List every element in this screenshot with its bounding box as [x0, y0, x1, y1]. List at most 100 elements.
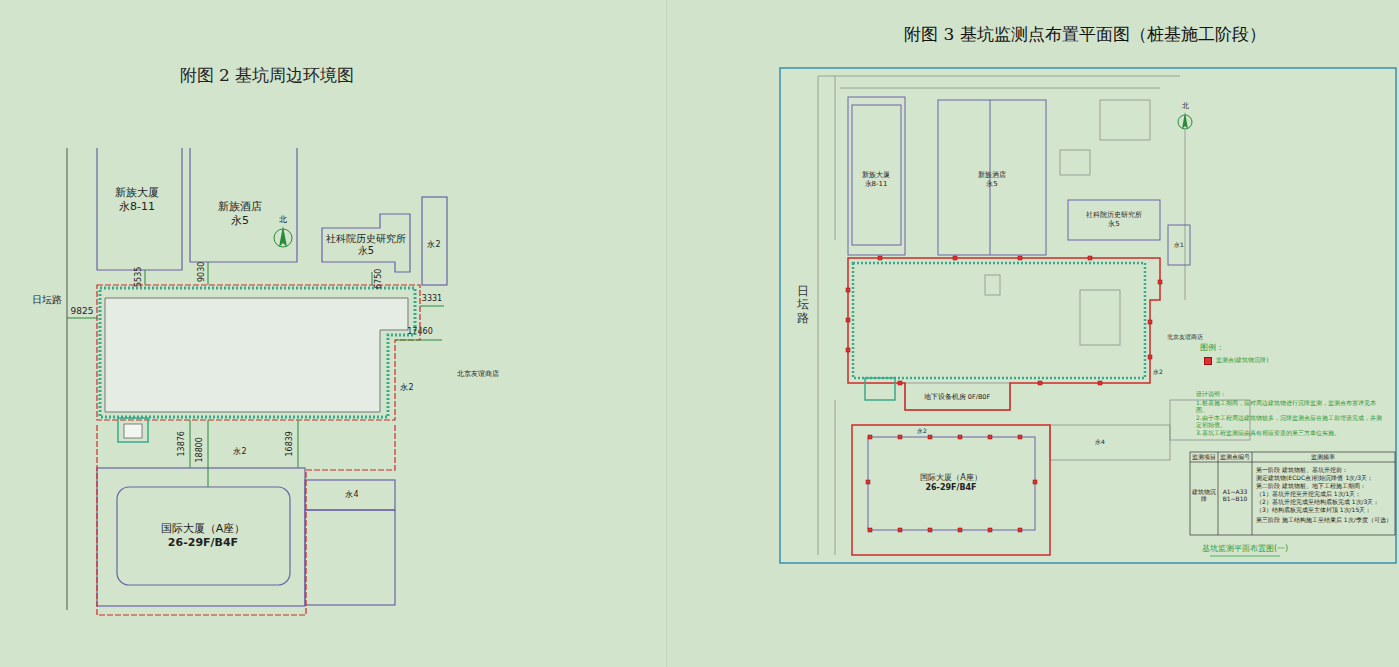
plan-label: 北 — [1182, 102, 1189, 110]
building-name: 新族大厦 — [850, 171, 902, 180]
pit-outline — [100, 288, 415, 417]
plan-label: 3331 — [422, 294, 442, 304]
dimension-line — [420, 306, 444, 307]
road-line — [835, 76, 836, 240]
road-line — [818, 76, 1250, 555]
plan-label: 2.由于本工程周边建筑物较多，沉降监测点应在施工前埋设完成，并测定初始值。 — [1196, 414, 1386, 428]
plan-label: 18800 — [195, 437, 205, 462]
plan-label: 监测项目 — [1192, 453, 1216, 460]
pit-outline — [118, 418, 148, 442]
pit-outline — [97, 285, 420, 420]
dimension-line — [208, 420, 209, 487]
drawing-frame — [780, 68, 1396, 563]
building-outline — [322, 214, 410, 272]
plan-label: 图例： — [1200, 343, 1260, 353]
monitoring-point — [1018, 528, 1022, 532]
monitoring-point — [1158, 280, 1162, 284]
plan-label: 日坛路 — [32, 294, 62, 306]
monitoring-point — [1018, 435, 1022, 439]
building-outline — [848, 97, 905, 255]
plan-label: 设计说明： — [1196, 390, 1386, 397]
building-outline — [422, 197, 447, 285]
monitoring-point — [928, 528, 932, 532]
road-line — [1185, 130, 1186, 300]
pit-outline — [852, 425, 1050, 555]
dimension-line — [67, 318, 97, 319]
building-label-box: 新族酒店永5 — [962, 171, 1022, 189]
panel-ground — [666, 0, 667, 667]
north-arrow — [274, 226, 292, 247]
table-grid — [1190, 462, 1395, 463]
pit-outline — [848, 258, 1160, 410]
monitoring-point — [846, 256, 1162, 532]
dimension-line — [372, 272, 373, 285]
plan-label: 日坛路 — [797, 285, 809, 325]
plan-label: A1~A33 B1~B10 — [1220, 488, 1250, 502]
pit-outline — [97, 285, 420, 615]
pit-outline — [105, 298, 408, 412]
building-name: 新族酒店 — [195, 200, 285, 214]
building-label-box: 地下设备机房 0F/B0F — [907, 393, 1007, 401]
building-name: 永8-11 — [850, 180, 902, 189]
building-name: 社科院历史研究所 — [1070, 211, 1158, 220]
monitoring-point — [898, 528, 902, 532]
building-name: 永5 — [1070, 220, 1158, 229]
monitoring-point — [878, 256, 882, 260]
monitoring-point — [958, 435, 962, 439]
building-label-box: 国际大厦（A座）26-29F/B4F — [123, 522, 283, 550]
dimension-line — [190, 420, 191, 468]
monitoring-point — [1038, 381, 1042, 385]
building-name: 国际大厦（A座） — [123, 522, 283, 536]
building-name: 地下设备机房 0F/B0F — [907, 393, 1007, 401]
monitoring-point — [898, 435, 902, 439]
plan-label: 北 — [279, 215, 287, 225]
monitoring-point — [866, 480, 870, 484]
building-name: 26-29F/B4F — [123, 536, 283, 550]
dimension-line — [67, 262, 444, 487]
plan-label: 9825 — [71, 306, 94, 317]
monitoring-point — [868, 528, 872, 532]
plan-label: 9030 — [197, 262, 207, 282]
plan-label: 建筑物沉降 — [1192, 488, 1216, 502]
building-label-box: 新族大厦永8-11 — [850, 171, 902, 189]
monitoring-point — [953, 256, 957, 260]
road-line — [1050, 425, 1170, 460]
dimension-line — [208, 262, 209, 285]
building-outline — [97, 468, 305, 606]
legend-text: 监测点(建筑物沉降) — [1216, 356, 1269, 365]
plan-label: 北京友谊商店 — [457, 370, 499, 378]
plan-label: （1）基坑开挖至开挖完成后 1次/1天； — [1256, 490, 1394, 497]
building-name: 永5 — [323, 245, 409, 258]
plan-label: 永4 — [345, 490, 358, 500]
plan-label: 测定建筑物(ECDC点)初始沉降值 1次/3天； — [1256, 474, 1394, 481]
building-outline — [97, 148, 182, 270]
plan-label: （3）结构底板完成至主体封顶 1次/15天； — [1256, 506, 1394, 513]
building-name: 永2 — [423, 240, 445, 250]
plan-label: 永1 — [1174, 241, 1184, 248]
building-label-box: 国际大厦（A座）26-29F/B4F — [876, 473, 1026, 493]
dimension-line — [145, 270, 146, 285]
building-name: 永5 — [195, 214, 285, 228]
building-outline — [848, 97, 1190, 530]
panel-title: 附图 2 基坑周边环境图 — [180, 65, 355, 85]
pit-outline — [124, 424, 142, 438]
north-arrow — [279, 226, 287, 247]
monitoring-point — [868, 435, 872, 439]
plan-label: 永2 — [400, 383, 413, 393]
building-outline — [868, 437, 1035, 530]
road-line — [835, 400, 836, 555]
monitoring-point — [988, 435, 992, 439]
plan-label: 永2 — [1153, 368, 1163, 375]
building-outline — [1168, 225, 1190, 265]
road-line — [818, 76, 819, 555]
building-name: 新族大厦 — [98, 186, 176, 200]
building-outline — [190, 148, 297, 262]
building-label-box: 社科院历史研究所永5 — [323, 233, 409, 258]
monitoring-point — [988, 528, 992, 532]
building-label-box: 新族酒店永5 — [195, 200, 285, 228]
building-label-box: 永2 — [423, 240, 445, 250]
building-name: 新族酒店 — [962, 171, 1022, 180]
pit-outline — [97, 425, 395, 615]
building-outline — [97, 148, 447, 606]
